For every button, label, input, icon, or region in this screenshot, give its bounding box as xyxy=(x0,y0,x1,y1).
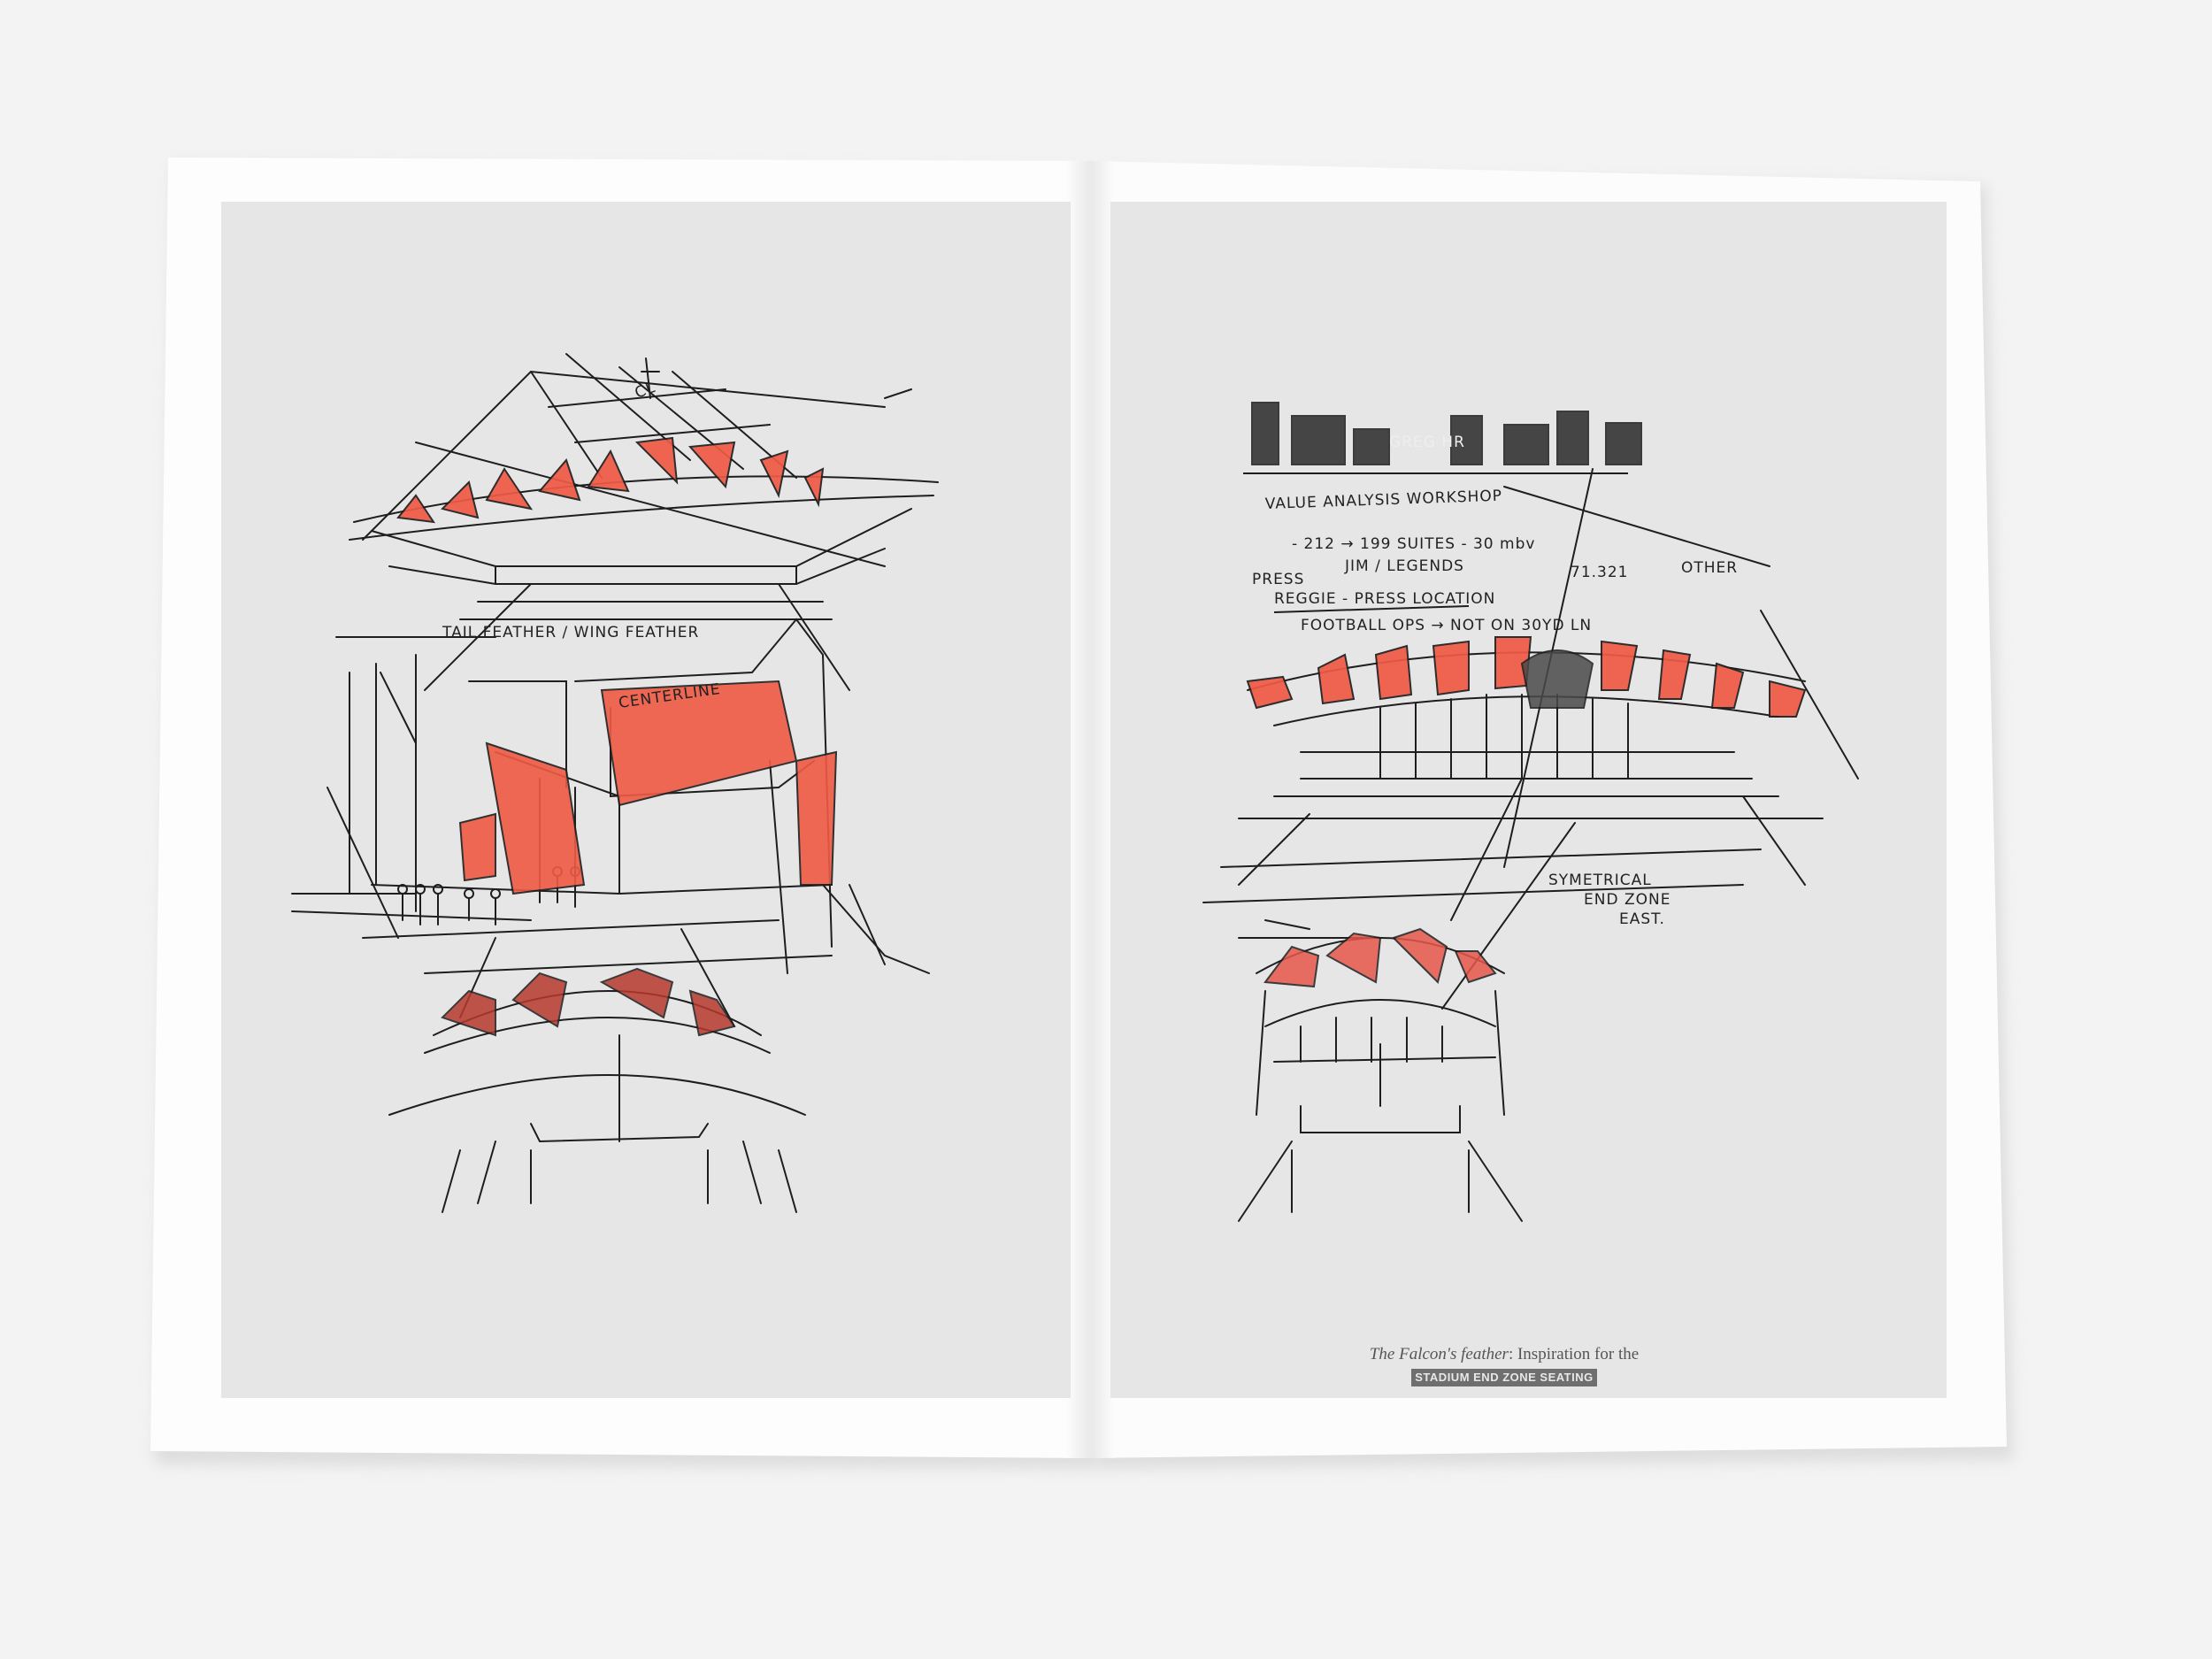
caption-line: The Falcon's feather: Inspiration for th… xyxy=(1310,1345,1699,1364)
right-red-feathers xyxy=(1246,636,1807,718)
note-line4: REGGIE - PRESS LOCATION xyxy=(1274,590,1495,608)
page-caption: The Falcon's feather: Inspiration for th… xyxy=(1310,1345,1699,1386)
note-line5: FOOTBALL OPS → NOT ON 30YD LN xyxy=(1301,617,1592,634)
note-line2: JIM / LEGENDS xyxy=(1344,557,1464,575)
left-sketch-sheet xyxy=(221,202,1071,1398)
right-hatched-header xyxy=(1243,402,1642,474)
label-tail-wing-feather: TAIL FEATHER / WING FEATHER xyxy=(442,624,699,641)
note-number: 71.321 xyxy=(1571,564,1628,581)
caption-rest: : Inspiration for the xyxy=(1508,1345,1640,1363)
note-other: OTHER xyxy=(1681,559,1738,577)
caption-band: STADIUM END ZONE SEATING xyxy=(1411,1369,1597,1386)
note-header-blocks: GREG HR xyxy=(1389,434,1465,451)
right-red-lower-band xyxy=(1263,927,1497,988)
note-line3: PRESS xyxy=(1252,571,1304,588)
left-red-centerline-wall xyxy=(458,680,838,895)
note-line1: - 212 → 199 SUITES - 30 mbv xyxy=(1292,535,1535,553)
left-red-lower-band xyxy=(441,967,736,1037)
end-zone-note-line2: END ZONE xyxy=(1584,891,1671,909)
caption-italic: The Falcon's feather xyxy=(1369,1345,1509,1363)
end-zone-note-line3: EAST. xyxy=(1619,910,1665,928)
end-zone-note-line1: SYMETRICAL xyxy=(1548,872,1652,889)
right-dark-center-panel xyxy=(1520,649,1594,709)
right-sketch-sheet xyxy=(1110,202,1947,1398)
left-red-feathers xyxy=(396,436,825,524)
